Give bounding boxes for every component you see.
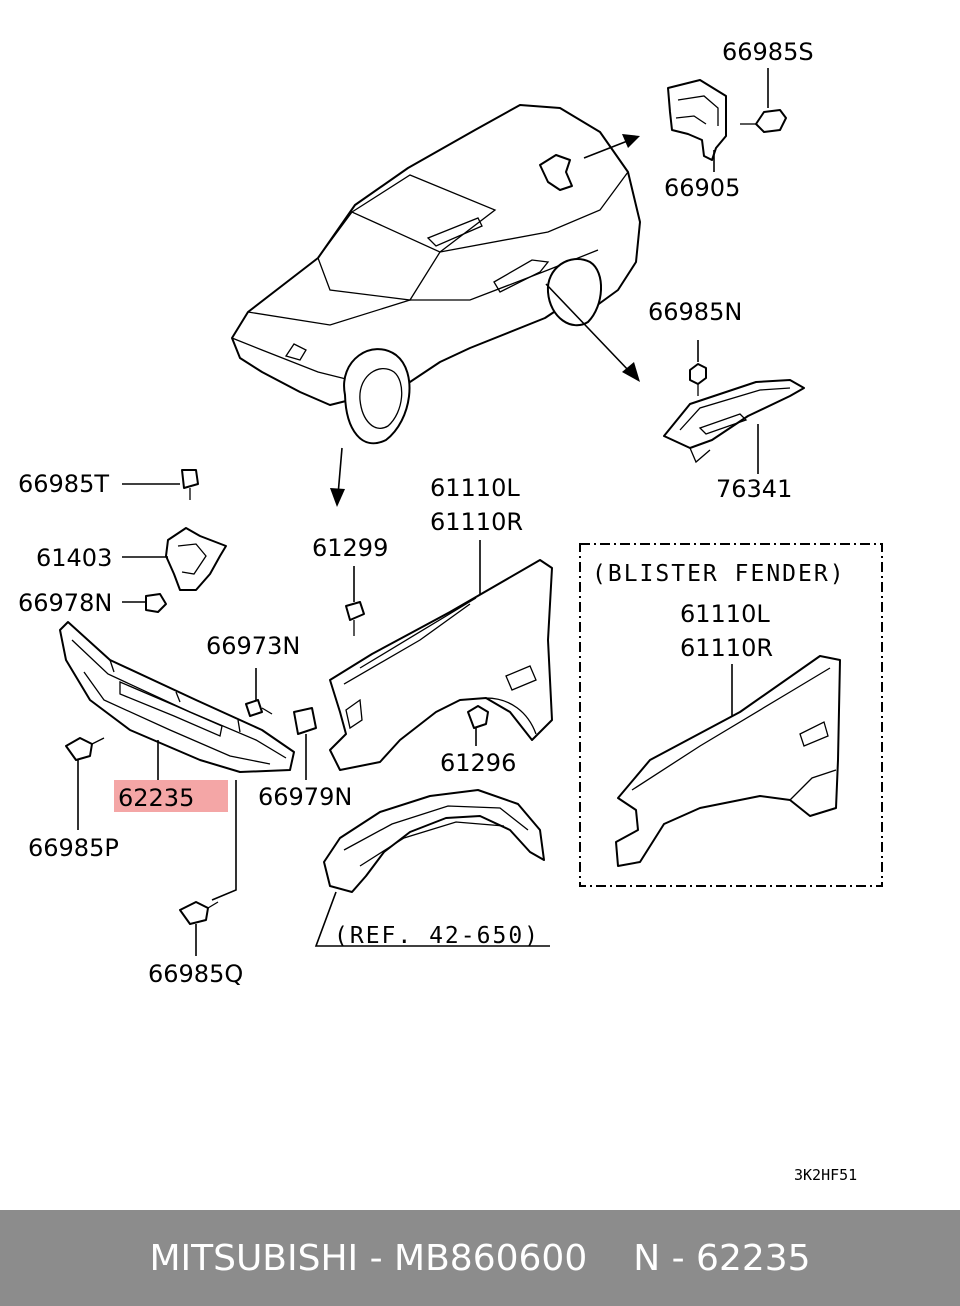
arrow-to-front-parts <box>330 447 345 507</box>
diagram-code: 3K2HF51 <box>794 1166 857 1184</box>
label-61110L: 61110L <box>430 474 520 502</box>
footer-diagram-ref: N - 62235 <box>633 1237 811 1279</box>
footer-part-number: MITSUBISHI - MB860600 <box>149 1237 588 1279</box>
label-62235: 62235 <box>118 784 194 812</box>
leader-62235-lower <box>211 780 237 901</box>
bracket-61403 <box>165 527 227 591</box>
bolt-66985T <box>181 469 199 500</box>
label-66985S: 66985S <box>722 38 814 66</box>
label-61403: 61403 <box>36 544 112 572</box>
label-66973N: 66973N <box>206 632 300 660</box>
vehicle-illustration <box>231 104 641 445</box>
clip-66979N <box>293 707 317 735</box>
label-66985Q: 66985Q <box>148 960 243 988</box>
footer-bar: MITSUBISHI - MB860600 N - 62235 <box>0 1210 960 1306</box>
label-66978N: 66978N <box>18 589 112 617</box>
blister-fender-61110 <box>615 655 841 867</box>
screw-66973N <box>245 699 273 717</box>
bracket-66905 <box>667 79 727 161</box>
bolt-66985N <box>689 363 707 396</box>
nut-66978N <box>145 593 167 613</box>
bolt-66985P <box>65 737 105 761</box>
bolt-66985Q <box>179 901 219 925</box>
arrow-to-66905 <box>583 134 640 159</box>
label-66985T: 66985T <box>18 470 109 498</box>
grille-62235 <box>59 621 295 773</box>
label-blister-61110L: 61110L <box>680 600 770 628</box>
part-highlight <box>114 780 228 812</box>
panel-76341 <box>663 379 805 464</box>
fender-liner <box>323 789 545 893</box>
label-76341: 76341 <box>716 475 792 503</box>
front-fender-61110 <box>329 559 553 771</box>
label-blister-61110R: 61110R <box>680 634 773 662</box>
label-66979N: 66979N <box>258 783 352 811</box>
label-ref: (REF. 42-650) <box>334 923 540 949</box>
label-blister-title: (BLISTER FENDER) <box>592 561 846 587</box>
label-61296: 61296 <box>440 749 516 777</box>
label-66985P: 66985P <box>28 834 119 862</box>
label-61299: 61299 <box>312 534 388 562</box>
nut-61296 <box>467 705 489 729</box>
leader-ref <box>314 891 550 947</box>
label-66985N: 66985N <box>648 298 742 326</box>
blister-fender-box <box>579 543 883 887</box>
bolt-66985S <box>740 109 787 133</box>
label-61110R: 61110R <box>430 508 523 536</box>
exploded-parts-diagram: 66985S 66905 66985N 76341 66985T 61403 6… <box>18 38 883 1184</box>
label-66905: 66905 <box>664 174 740 202</box>
arrow-to-76341 <box>545 283 640 382</box>
bolt-61299 <box>345 601 365 636</box>
